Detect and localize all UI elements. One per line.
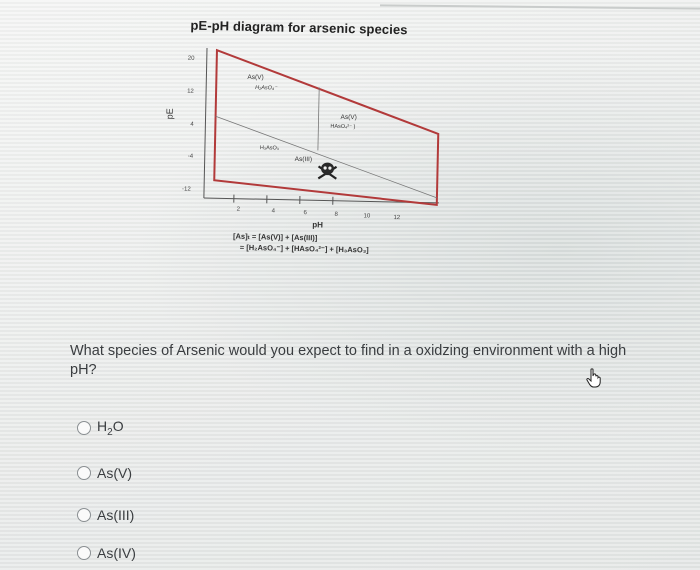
x-axis-label: pH [312,220,323,229]
region-label-h2aso4: H₂AsO₄⁻ [255,85,278,91]
x-axis [203,197,439,204]
divider-line [379,4,700,10]
x-tick-label: 4 [272,208,276,214]
y-tick-label: -4 [188,154,194,160]
pe-ph-diagram: pE 20 12 4 -4 -12 As(V) H₂AsO₄⁻ As(V) HA… [165,48,440,255]
answer-option-h2o[interactable]: H2O [77,418,124,438]
pe-ph-diagram-figure: pE-pH diagram for arsenic species pE 20 … [147,7,453,283]
stability-frame [213,48,440,206]
radio-button[interactable] [77,508,91,522]
equation-line-2: = [H₂AsO₄⁻] + [HAsO₄²⁻] + [H₃AsO₃] [240,243,370,255]
equation-line-1: [As]ₜ = [As(V)] + [As(III)] [233,232,318,243]
radio-button[interactable] [77,546,91,560]
y-tick-label: 4 [190,122,194,128]
y-axis-label: pE [165,108,175,119]
radio-button[interactable] [77,466,91,480]
x-tick-label: 12 [393,215,400,221]
y-tick-label: 20 [188,56,195,62]
region-label-haso4: HAsO₄²⁻ ) [330,124,355,131]
pka-boundary [317,87,320,151]
x-tick-label: 10 [363,213,370,219]
radio-button[interactable] [77,421,91,435]
region-label-h3aso3: H₃AsO₃ [260,145,279,151]
answer-option-as4[interactable]: As(IV) [77,543,136,563]
region-label-as5-right: As(V) [341,114,357,121]
region-label-as3: As(III) [295,156,312,163]
y-tick-label: 12 [187,89,194,95]
y-axis [203,48,208,199]
answer-option-as3[interactable]: As(III) [77,505,134,525]
x-tick-label: 2 [237,207,241,213]
y-tick-label: -12 [182,187,191,193]
answer-option-as5[interactable]: As(V) [77,463,132,483]
skull-crossbones-icon [317,162,338,180]
question-text: What species of Arsenic would you expect… [70,343,627,378]
x-tick-label: 6 [304,210,308,216]
as5-as3-boundary [215,115,438,199]
option-label: As(V) [97,465,132,481]
region-label-as5: As(V) [247,74,263,81]
x-tick-label: 8 [334,212,338,218]
option-label: As(IV) [97,545,136,561]
hand-pointer-icon [586,368,601,388]
option-label: H2O [97,418,124,438]
option-label: As(III) [97,507,135,523]
